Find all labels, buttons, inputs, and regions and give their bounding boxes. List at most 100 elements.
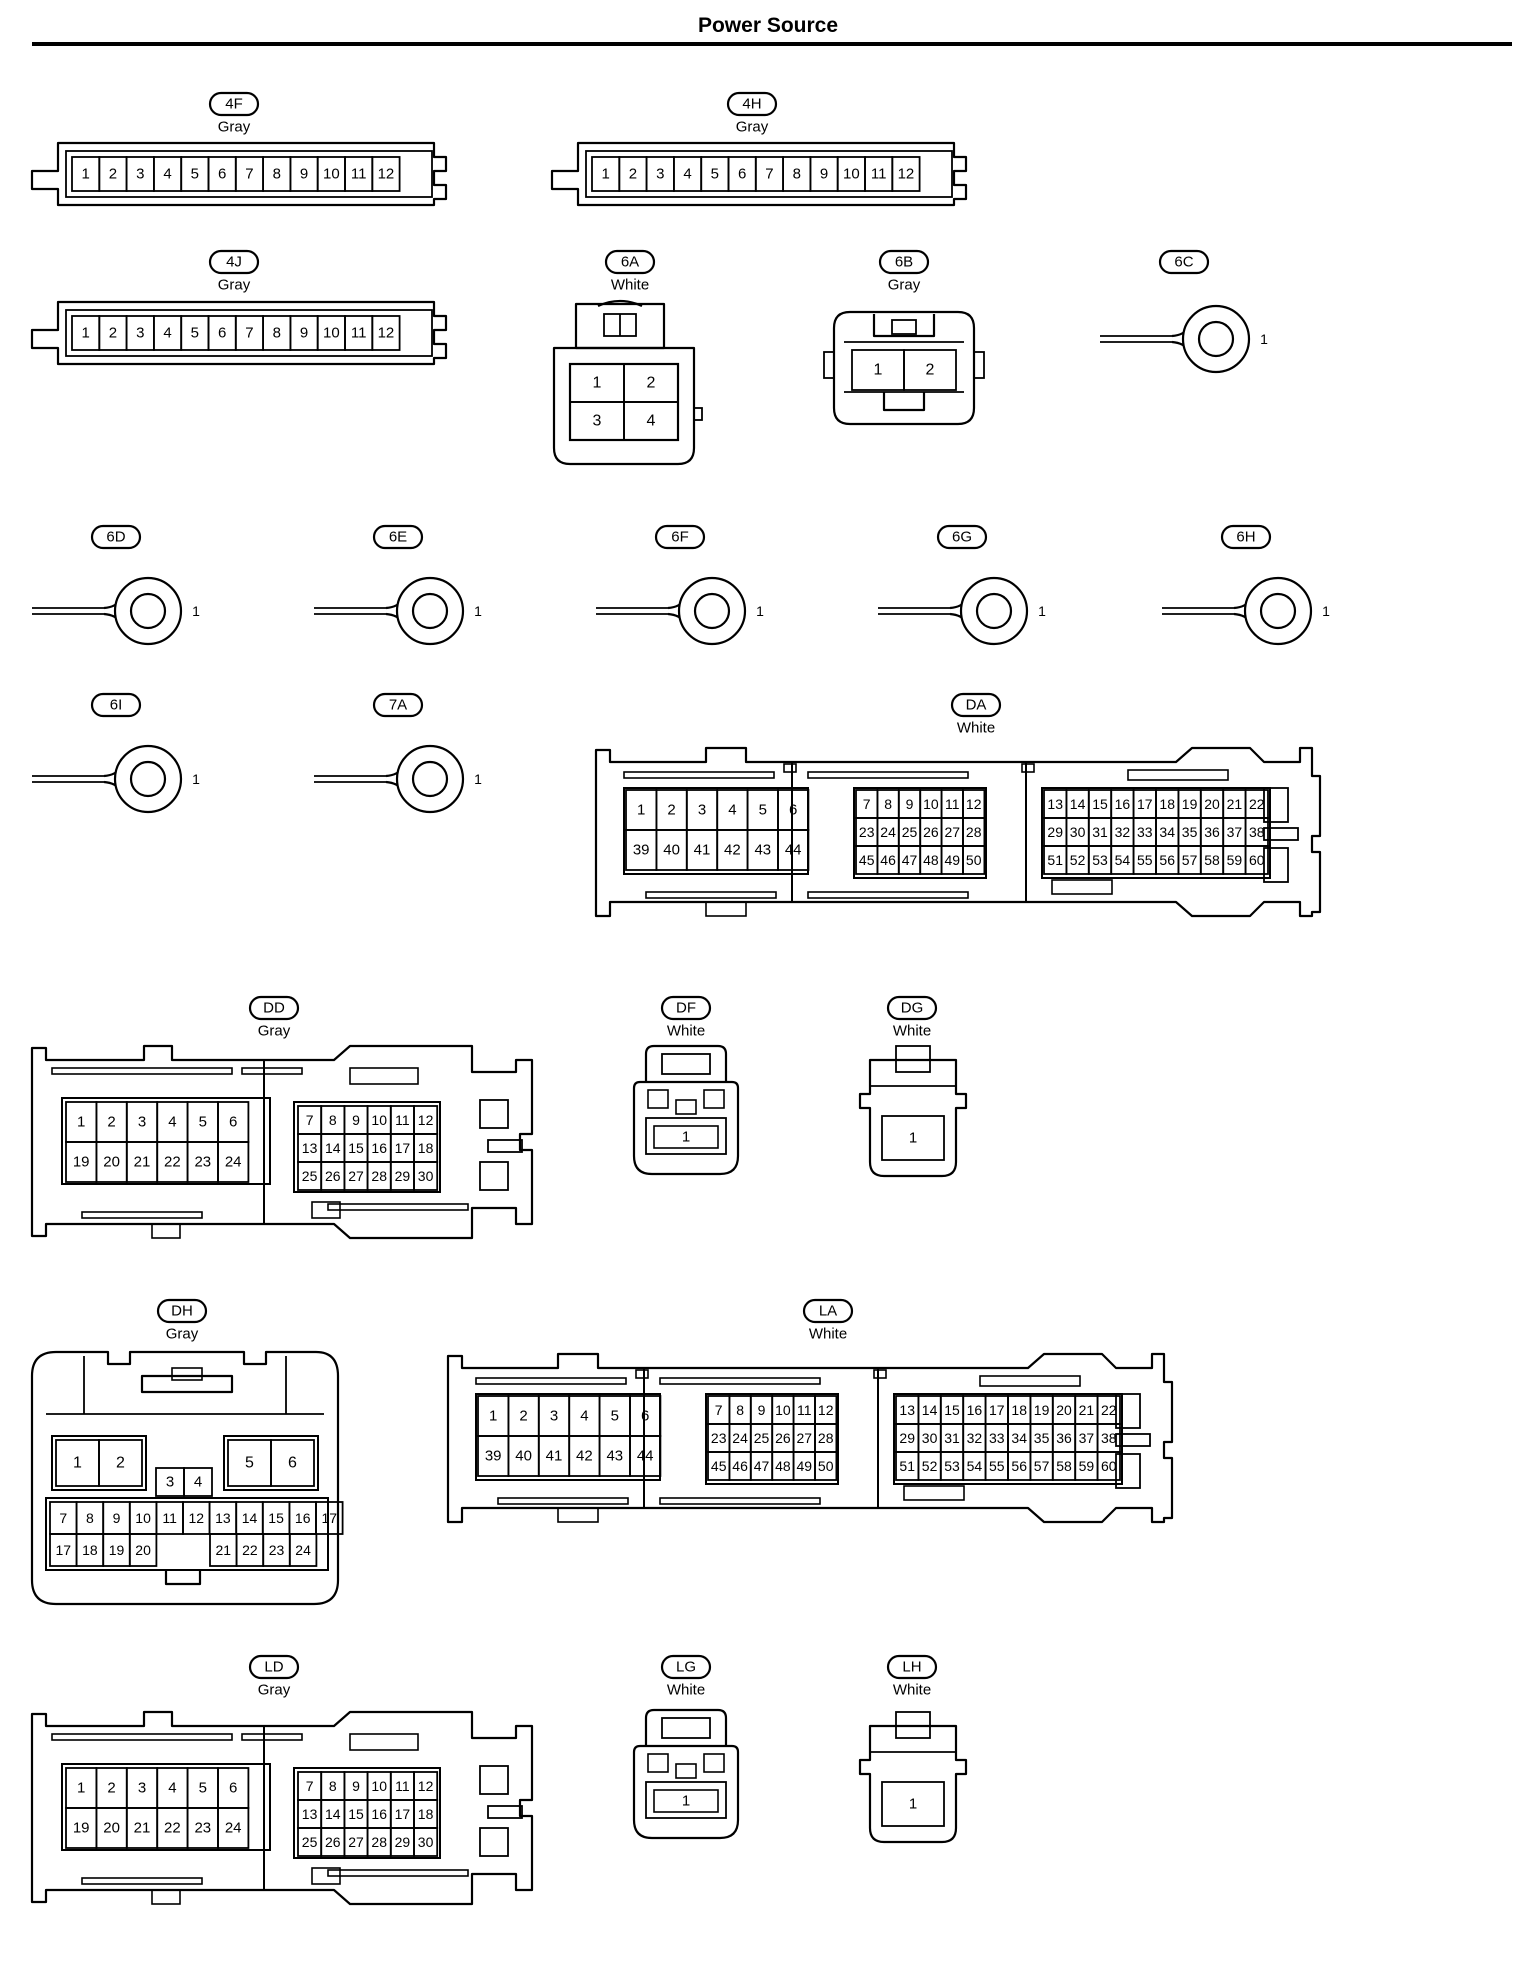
pin-number: 39 bbox=[633, 842, 650, 859]
pin-number: 1 bbox=[77, 1114, 85, 1131]
pin-number: 30 bbox=[418, 1834, 434, 1850]
pin-number: 1 bbox=[682, 1129, 690, 1146]
connector-color: White bbox=[893, 1023, 931, 1040]
ring-terminal: 1 bbox=[32, 576, 200, 646]
pin-number: 19 bbox=[1182, 796, 1198, 812]
pin-number: 5 bbox=[245, 1455, 254, 1472]
pin-cell bbox=[1244, 845, 1269, 875]
pin-number: 40 bbox=[515, 1448, 532, 1465]
pin-cell bbox=[128, 1533, 158, 1567]
pin-number: 20 bbox=[1204, 796, 1220, 812]
label-pill bbox=[878, 249, 930, 275]
pin-number: 11 bbox=[162, 1510, 177, 1526]
pin-number: 58 bbox=[1204, 852, 1220, 868]
pin-number: 36 bbox=[1056, 1430, 1072, 1446]
pin-number: 9 bbox=[906, 796, 914, 812]
pin-number: 54 bbox=[967, 1458, 983, 1474]
pin-number: 3 bbox=[593, 413, 602, 430]
connector-code: 4F bbox=[225, 96, 243, 113]
pin-number: 3 bbox=[166, 1474, 174, 1491]
pin-number: 33 bbox=[1137, 824, 1153, 840]
pin-number: 42 bbox=[724, 842, 741, 859]
pin-number: 15 bbox=[268, 1510, 284, 1526]
pin-cell bbox=[98, 1439, 143, 1487]
connector-code: DF bbox=[676, 1000, 696, 1017]
pin-number: 1 bbox=[73, 1455, 82, 1472]
pin-number: 2 bbox=[107, 1114, 115, 1131]
connector-color: Gray bbox=[166, 1326, 199, 1343]
pin-number: 18 bbox=[82, 1542, 98, 1558]
pin-number: 7 bbox=[863, 796, 871, 812]
pin-number: 11 bbox=[351, 166, 367, 183]
pin-number: 7 bbox=[306, 1112, 314, 1128]
pin-number: 17 bbox=[989, 1402, 1005, 1418]
pin-number: 7 bbox=[715, 1402, 723, 1418]
pin-number: 20 bbox=[135, 1542, 151, 1558]
connector-code: 6F bbox=[671, 529, 689, 546]
connector-color: Gray bbox=[258, 1023, 291, 1040]
pin-number: 27 bbox=[945, 824, 961, 840]
pin-number: 6 bbox=[218, 325, 226, 342]
pin-number: 1 bbox=[1260, 331, 1268, 347]
pin-number: 27 bbox=[348, 1168, 364, 1184]
pin-number: 13 bbox=[302, 1806, 318, 1822]
pin-number: 43 bbox=[754, 842, 771, 859]
connector-1pin-a: 1 bbox=[632, 1044, 740, 1176]
pin-cell bbox=[217, 1807, 250, 1849]
pin-number: 10 bbox=[923, 796, 939, 812]
pin-number: 4 bbox=[647, 413, 656, 430]
pin-number: 12 bbox=[818, 1402, 834, 1418]
pin-number: 24 bbox=[732, 1430, 748, 1446]
pin-cell bbox=[270, 1439, 315, 1487]
pin-number: 7 bbox=[765, 166, 773, 183]
pin-cell bbox=[814, 1451, 838, 1481]
ring-outer bbox=[1181, 304, 1251, 374]
pin-number: 30 bbox=[1070, 824, 1086, 840]
pin-number: 46 bbox=[732, 1458, 748, 1474]
pin-number: 10 bbox=[323, 325, 340, 342]
pin-cell bbox=[962, 845, 986, 875]
pin-number: 46 bbox=[880, 852, 896, 868]
pin-number: 29 bbox=[899, 1430, 915, 1446]
connector-color: Gray bbox=[736, 119, 769, 136]
connector-label: 7A bbox=[372, 692, 424, 718]
pin-number: 17 bbox=[322, 1510, 338, 1526]
pin-number: 50 bbox=[818, 1458, 834, 1474]
connector-color: White bbox=[957, 720, 995, 737]
connector-code: DA bbox=[966, 697, 987, 714]
pin-number: 28 bbox=[371, 1834, 387, 1850]
pin-number: 2 bbox=[647, 375, 656, 392]
pin-number: 6 bbox=[229, 1780, 237, 1797]
pin-number: 41 bbox=[694, 842, 711, 859]
ring-outer bbox=[395, 744, 465, 814]
pin-number: 1 bbox=[81, 325, 89, 342]
pin-number: 1 bbox=[474, 771, 482, 787]
pin-number: 31 bbox=[1092, 824, 1108, 840]
pin-number: 1 bbox=[1322, 603, 1330, 619]
pin-number: 36 bbox=[1204, 824, 1220, 840]
pin-number: 6 bbox=[288, 1455, 297, 1472]
pin-number: 12 bbox=[418, 1112, 434, 1128]
pin-number: 29 bbox=[1047, 824, 1063, 840]
pin-number: 35 bbox=[1182, 824, 1198, 840]
pin-number: 7 bbox=[245, 166, 253, 183]
pin-number: 8 bbox=[793, 166, 801, 183]
pin-cell bbox=[183, 1467, 213, 1497]
pin-number: 9 bbox=[820, 166, 828, 183]
pin-number: 15 bbox=[944, 1402, 960, 1418]
pin-number: 4 bbox=[168, 1114, 176, 1131]
pin-number: 8 bbox=[86, 1510, 94, 1526]
pin-number: 41 bbox=[546, 1448, 563, 1465]
pin-number: 45 bbox=[859, 852, 875, 868]
ring-terminal: 1 bbox=[314, 744, 482, 814]
pin-number: 60 bbox=[1249, 852, 1265, 868]
pin-number: 26 bbox=[325, 1168, 341, 1184]
pin-number: 15 bbox=[348, 1140, 364, 1156]
pin-number: 3 bbox=[656, 166, 664, 183]
pin-number: 21 bbox=[1079, 1402, 1095, 1418]
